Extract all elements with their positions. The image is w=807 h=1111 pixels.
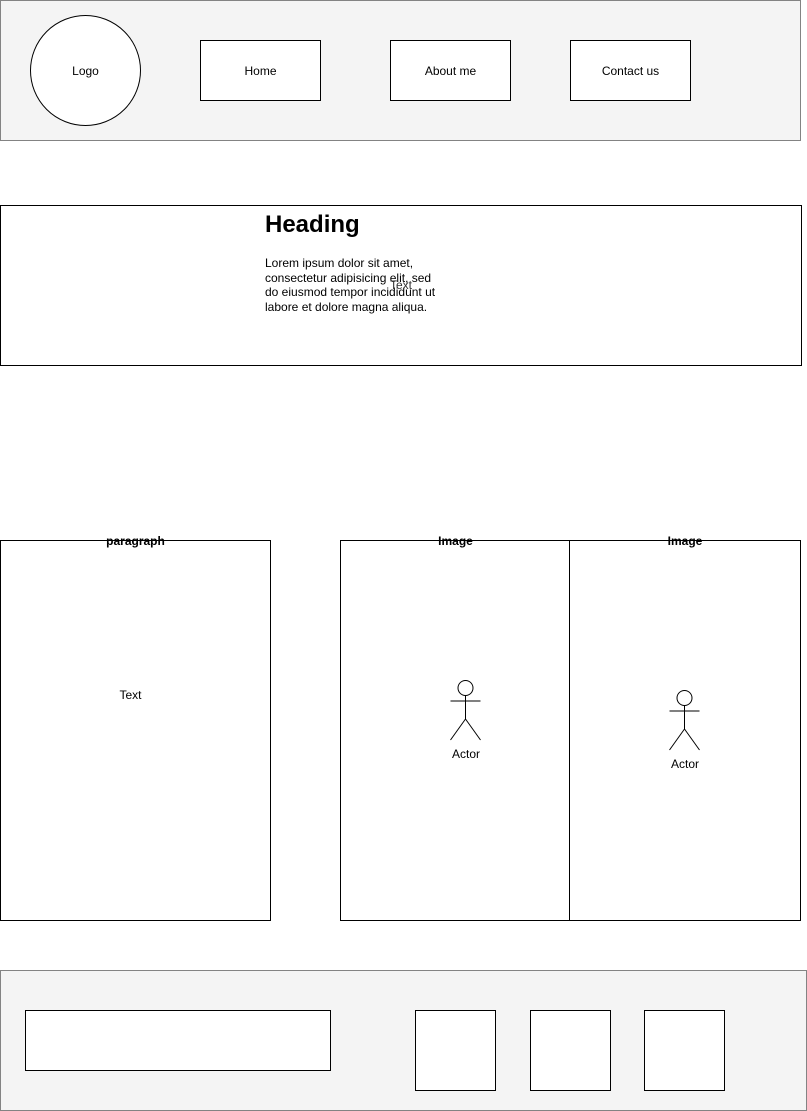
footer-text-block	[25, 1010, 331, 1071]
nav-home-label: Home	[244, 63, 277, 78]
nav-home-button[interactable]: Home	[200, 40, 321, 101]
logo[interactable]: Logo	[30, 15, 141, 126]
nav-about-button[interactable]: About me	[390, 40, 511, 101]
footer-icon-box-2[interactable]	[530, 1010, 611, 1091]
nav-contact-label: Contact us	[601, 63, 660, 78]
footer-icon-box-3[interactable]	[644, 1010, 725, 1091]
actor-icon	[669, 690, 700, 751]
paragraph-panel-label: paragraph	[106, 533, 165, 548]
actor-label-1: Actor	[451, 746, 480, 761]
hero-section	[0, 205, 802, 366]
paragraph-panel-text: Text	[119, 687, 142, 702]
footer-icon-box-1[interactable]	[415, 1010, 496, 1091]
hero-paragraph: Lorem ipsum dolor sit amet, consectetur …	[265, 256, 436, 314]
paragraph-panel	[0, 540, 271, 921]
nav-contact-button[interactable]: Contact us	[570, 40, 691, 101]
actor-icon	[450, 680, 481, 741]
actor-label-2: Actor	[670, 756, 699, 771]
image-panel-1	[340, 540, 571, 921]
nav-about-label: About me	[424, 63, 477, 78]
logo-label: Logo	[72, 63, 99, 78]
hero-overlay-text: Text	[390, 278, 413, 292]
image-panel-1-label: Image	[438, 533, 473, 548]
image-panel-2-label: Image	[667, 533, 703, 548]
hero-heading: Heading	[265, 211, 360, 238]
